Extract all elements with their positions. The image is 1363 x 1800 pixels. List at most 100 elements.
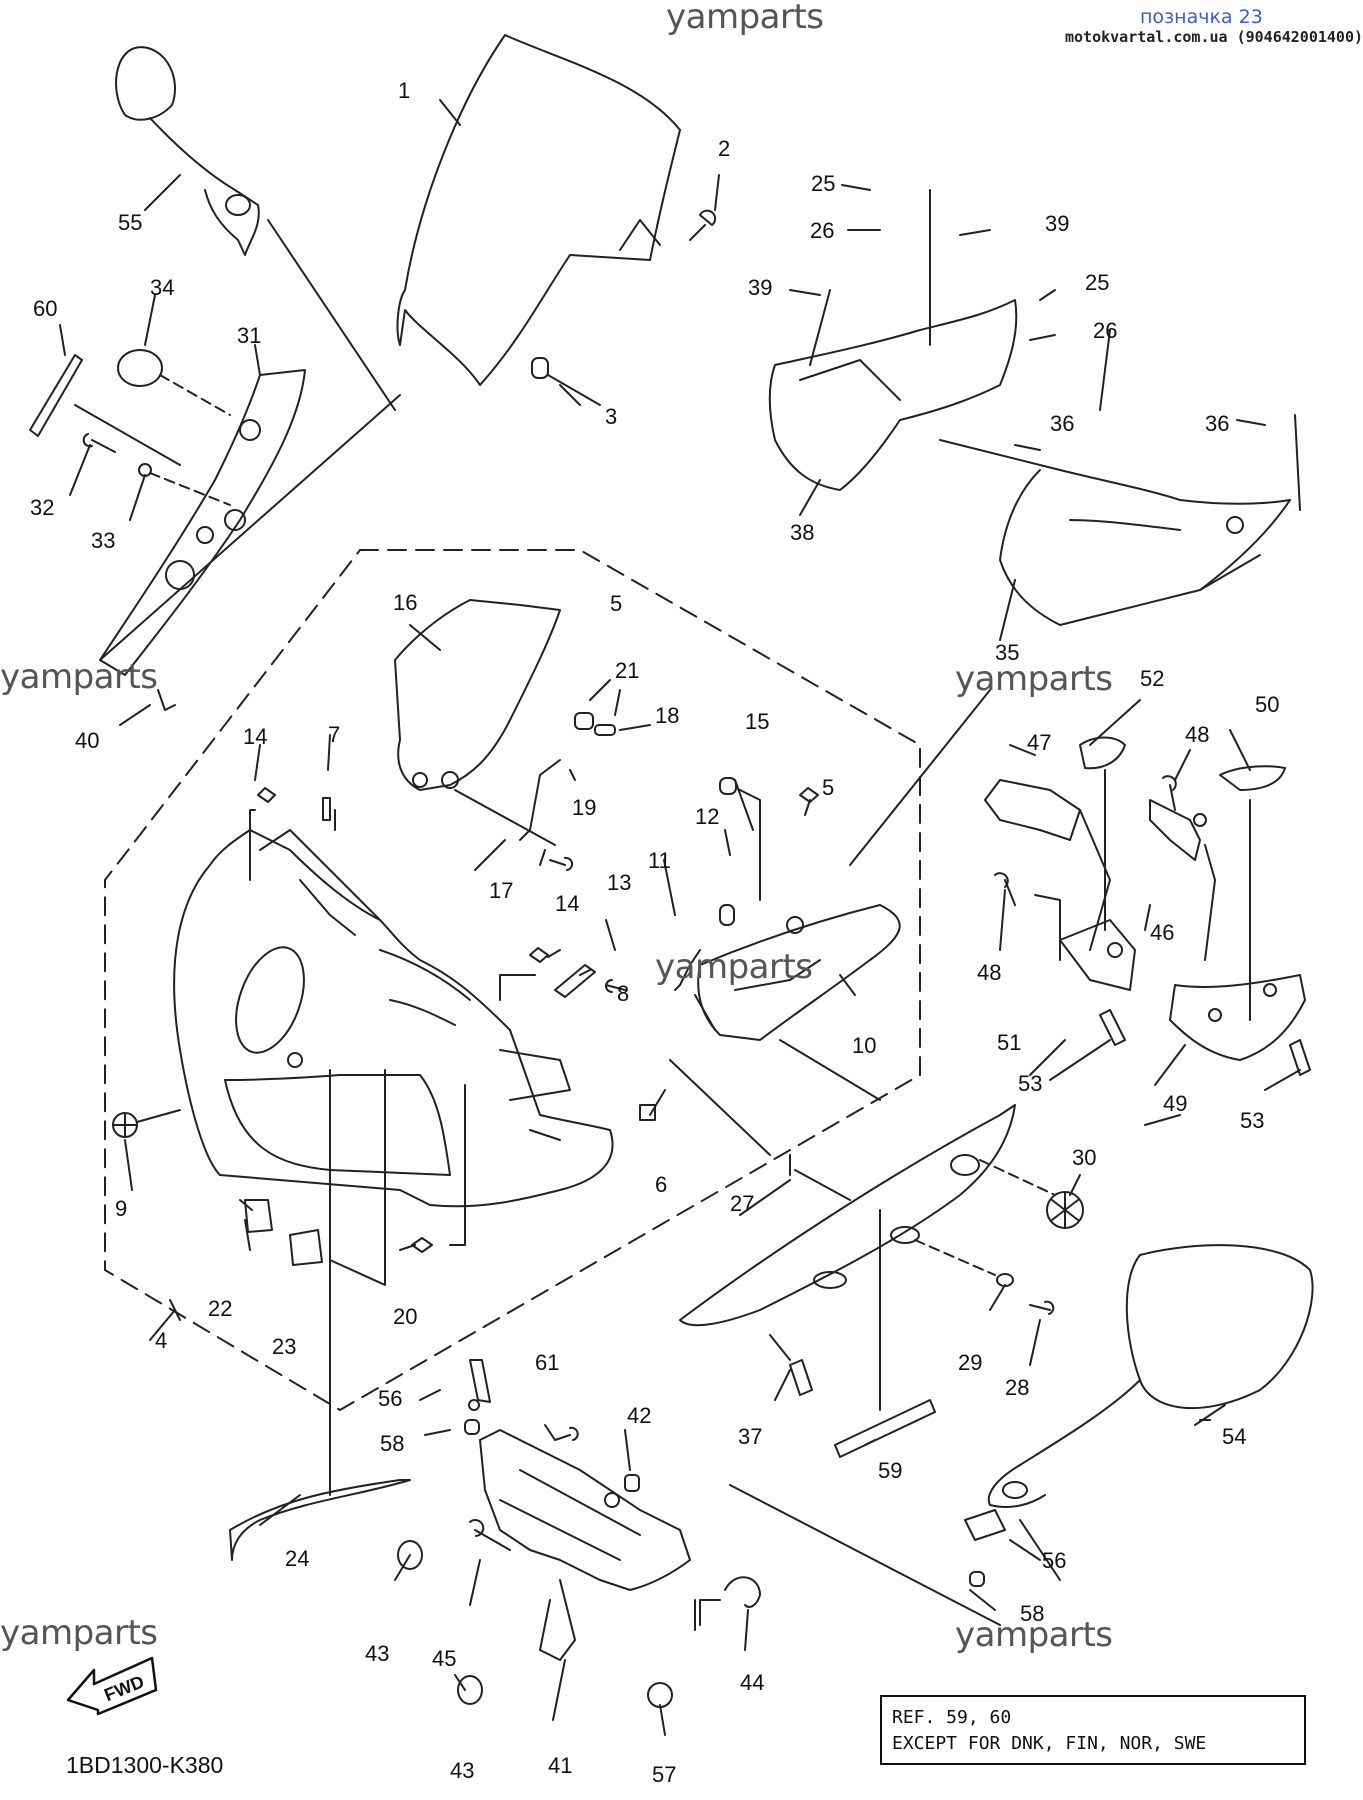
header-tag: позначка 23: [1140, 6, 1263, 28]
watermark-left-mid: yamparts: [0, 657, 158, 697]
bracket-16: [394, 599, 561, 791]
mirror-left: [115, 46, 176, 121]
callout-53a: 53: [1018, 1071, 1043, 1096]
callout-26b: 26: [1093, 318, 1118, 343]
callout-13: 13: [607, 870, 632, 895]
callout-14a: 14: [243, 724, 268, 749]
callout-2: 2: [718, 136, 731, 161]
cap-34: [117, 349, 163, 387]
strip-8: [554, 964, 596, 998]
diagram-code: 1BD1300-K380: [66, 1752, 224, 1778]
callout-37: 37: [738, 1424, 763, 1449]
bracket-49: [1169, 974, 1306, 1061]
callout-31: 31: [237, 323, 262, 348]
callout-24: 24: [285, 1546, 310, 1571]
callout-40: 40: [75, 728, 100, 753]
watermark-bottom-left: yamparts: [0, 1613, 158, 1653]
callout-11: 11: [648, 848, 671, 873]
strip-60: [29, 354, 83, 437]
grommet-3: [531, 357, 549, 379]
front-cowl: [173, 829, 614, 1208]
watermark-right-mid: yamparts: [955, 659, 1113, 699]
callout-47: 47: [1027, 730, 1052, 755]
screw-2: [689, 209, 717, 241]
clip-52: [1079, 736, 1126, 770]
callout-59: 59: [878, 1458, 903, 1483]
clip-50: [1219, 765, 1286, 791]
callout-34: 34: [150, 275, 175, 300]
bracket-46: [1149, 799, 1201, 861]
callout-16: 16: [393, 590, 418, 615]
callout-35: 35: [995, 640, 1020, 665]
callout-42: 42: [627, 1403, 652, 1428]
reference-note-line1: REF. 59, 60: [892, 1707, 1012, 1728]
callout-28: 28: [1005, 1375, 1030, 1400]
callout-44: 44: [740, 1670, 765, 1695]
watermark-center: yamparts: [655, 947, 813, 987]
callout-43b: 43: [450, 1758, 475, 1783]
callout-51: 51: [997, 1030, 1022, 1055]
callout-1: 1: [398, 78, 411, 103]
fwd-arrow-icon: FWD: [66, 1656, 158, 1716]
callout-32: 32: [30, 495, 55, 520]
callout-39b: 39: [748, 275, 773, 300]
callout-58a: 58: [380, 1431, 405, 1456]
callout-41: 41: [548, 1753, 573, 1778]
duct-35: [939, 439, 1291, 626]
panel-31: [99, 369, 306, 676]
callout-19: 19: [572, 795, 597, 820]
callout-18: 18: [655, 703, 680, 728]
callout-39a: 39: [1045, 211, 1070, 236]
callout-26a: 26: [810, 218, 835, 243]
callout-43a: 43: [365, 1641, 390, 1666]
callout-56b: 56: [1042, 1548, 1067, 1573]
callout-10: 10: [852, 1033, 877, 1058]
callout-5b: 5: [822, 775, 835, 800]
callout-48a: 48: [1185, 722, 1210, 747]
callout-25a: 25: [811, 171, 836, 196]
callout-56a: 56: [378, 1386, 403, 1411]
callout-21: 21: [615, 658, 640, 683]
callout-25b: 25: [1085, 270, 1110, 295]
callout-58b: 58: [1020, 1601, 1045, 1626]
callout-5a: 5: [610, 591, 623, 616]
callout-55: 55: [118, 210, 143, 235]
windscreen: [396, 34, 681, 386]
callout-50: 50: [1255, 692, 1280, 717]
callout-4: 4: [155, 1328, 168, 1353]
callout-36a: 36: [1050, 411, 1075, 436]
watermark-bottom-right: yamparts: [955, 1615, 1113, 1655]
bracket-51: [1059, 919, 1136, 991]
callout-22: 22: [208, 1296, 233, 1321]
callout-3: 3: [605, 404, 618, 429]
assembly-outline-4: [104, 549, 921, 1411]
mirror-right: [1125, 1244, 1314, 1410]
callout-38: 38: [790, 520, 815, 545]
callout-33: 33: [91, 528, 116, 553]
callout-30: 30: [1072, 1145, 1097, 1170]
callout-53b: 53: [1240, 1108, 1265, 1133]
watermark-top: yamparts: [666, 0, 824, 37]
callout-60: 60: [33, 296, 58, 321]
bracket-47: [984, 779, 1081, 841]
callout-36b: 36: [1205, 411, 1230, 436]
reference-note-line2: EXCEPT FOR DNK, FIN, NOR, SWE: [892, 1733, 1207, 1754]
strip-59: [834, 1399, 936, 1458]
callout-23: 23: [272, 1334, 297, 1359]
callout-29: 29: [958, 1350, 983, 1375]
callout-45: 45: [432, 1646, 457, 1671]
callout-49: 49: [1163, 1091, 1188, 1116]
callout-52: 52: [1140, 666, 1165, 691]
callout-17: 17: [489, 878, 514, 903]
callout-54: 54: [1222, 1424, 1247, 1449]
header-site: motokvartal.com.ua (904642001400): [1065, 28, 1363, 46]
callout-14b: 14: [555, 891, 580, 916]
callout-57: 57: [652, 1762, 677, 1787]
stay-41: [479, 1429, 691, 1591]
callout-6: 6: [655, 1172, 668, 1197]
callout-61: 61: [535, 1350, 560, 1375]
callout-20: 20: [393, 1304, 418, 1329]
strip-24: [229, 1479, 411, 1561]
callout-48b: 48: [977, 960, 1002, 985]
